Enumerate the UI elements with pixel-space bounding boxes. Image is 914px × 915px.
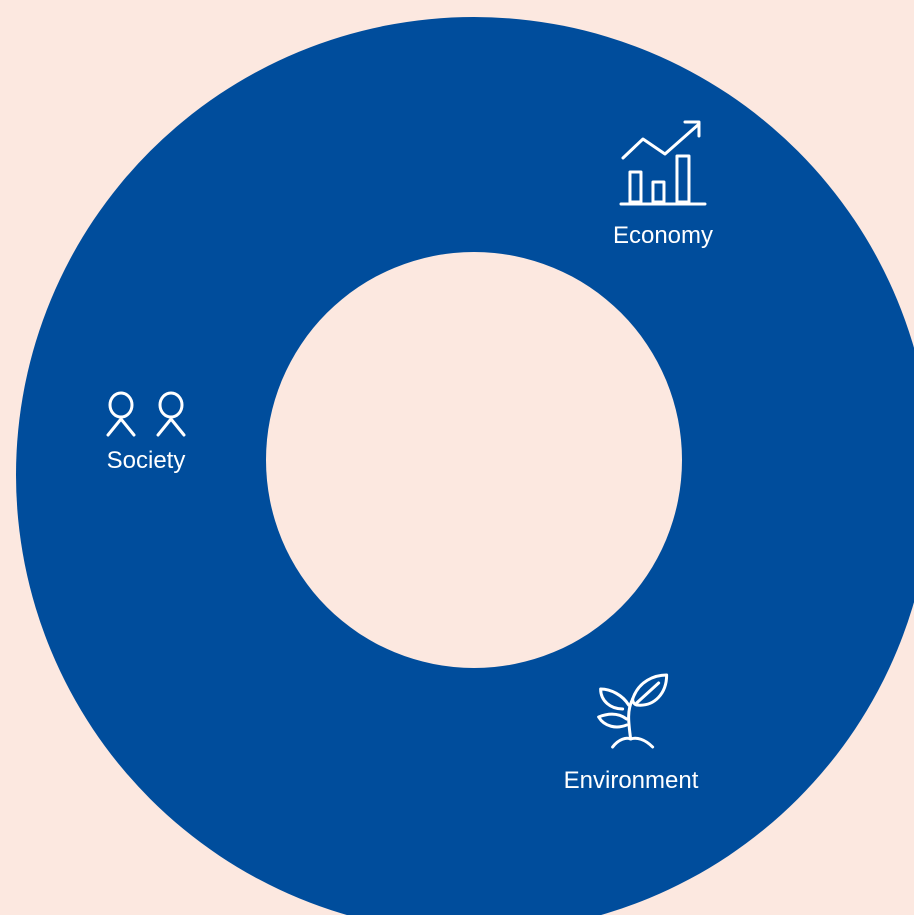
segment-label-society: Society [106,447,186,474]
segment-society: Society [98,389,194,475]
sprout-icon [597,673,669,749]
people-icon [106,391,186,437]
growth-chart-icon [619,120,707,206]
segment-environment: Environment [563,667,699,795]
ring-hole [266,252,682,668]
segment-economy: Economy [613,112,713,250]
segment-label-economy: Economy [612,222,714,249]
segment-label-environment: Environment [563,767,699,794]
